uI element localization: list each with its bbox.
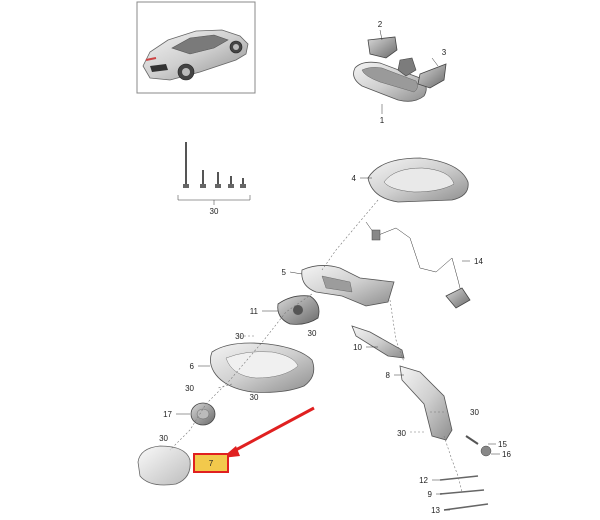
callout-30-motor-left: 30	[235, 332, 244, 341]
callout-6: 6	[190, 362, 195, 371]
callout-10: 10	[353, 343, 362, 352]
housing-top-cover	[360, 157, 469, 203]
highlight-arrow	[222, 406, 315, 458]
callout-11: 11	[250, 307, 259, 316]
mirror-arm	[394, 365, 453, 441]
callout-labels: 2 3 1 30 4 14 5 11 30 30 10 6 8 30 30 17…	[159, 20, 511, 515]
cable-harness	[365, 221, 471, 309]
callout-30-disc: 30	[159, 434, 168, 443]
callout-30-motor-right: 30	[308, 329, 317, 338]
callout-16: 16	[502, 450, 511, 459]
bracket-strip	[351, 325, 405, 359]
callout-30-housing-screw: 30	[250, 393, 259, 402]
callout-17: 17	[163, 410, 172, 419]
assembly-guide-lines	[169, 199, 463, 493]
callout-8: 8	[386, 371, 391, 380]
callout-15: 15	[498, 440, 507, 449]
base-plate	[289, 265, 395, 307]
car-icon	[142, 29, 249, 81]
callout-14: 14	[474, 257, 483, 266]
callout-30-bolts: 30	[210, 207, 219, 216]
mirror-glass	[137, 445, 191, 486]
callout-12: 12	[419, 476, 428, 485]
callout-30-housing: 30	[185, 384, 194, 393]
callout-30-arm: 30	[470, 408, 479, 417]
screw-and-seal	[465, 435, 500, 457]
pin-set	[432, 475, 489, 511]
bolt-set	[177, 142, 251, 205]
callout-7-highlight	[193, 453, 229, 473]
callout-30-arm-lower: 30	[397, 429, 406, 438]
callout-7: 7	[209, 459, 214, 468]
callout-2: 2	[378, 20, 383, 29]
callout-9: 9	[428, 490, 433, 499]
mirror-housing-shell	[198, 342, 315, 393]
callout-3: 3	[442, 48, 447, 57]
adjust-motor	[262, 295, 320, 325]
mirror-base-assembly	[353, 29, 447, 114]
callout-5: 5	[282, 268, 287, 277]
vehicle-thumbnail	[136, 1, 256, 94]
actuator-disc	[176, 402, 216, 426]
callout-4: 4	[352, 174, 357, 183]
callout-13: 13	[431, 506, 440, 515]
callout-1: 1	[380, 116, 385, 125]
